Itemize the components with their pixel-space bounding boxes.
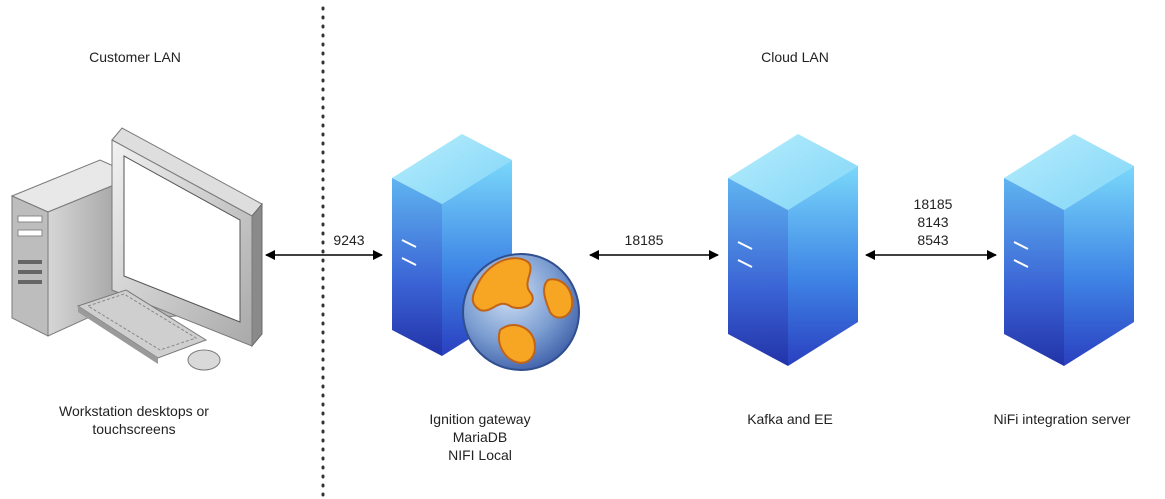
- port-number: 18185: [624, 232, 664, 248]
- port-label-ignition-kafka: 18185: [614, 231, 674, 249]
- port-number: 9243: [333, 232, 365, 248]
- cloud-lan-heading: Cloud LAN: [761, 49, 829, 65]
- port-number: 18185: [913, 196, 953, 212]
- nifi-caption: NiFi integration server: [964, 410, 1160, 428]
- port-number: 8143: [917, 214, 949, 230]
- caption-line: Kafka and EE: [747, 411, 833, 427]
- ignition-caption: Ignition gateway MariaDB NIFI Local: [385, 410, 575, 464]
- workstation-caption: Workstation desktops or touchscreens: [14, 402, 254, 438]
- caption-line: NIFI Local: [448, 447, 512, 463]
- server-icon: [1004, 134, 1134, 366]
- port-label-workstation-ignition: 9243: [326, 231, 372, 249]
- caption-line: NiFi integration server: [993, 411, 1131, 427]
- port-label-kafka-nifi: 18185 8143 8543: [898, 195, 968, 249]
- kafka-caption: Kafka and EE: [705, 410, 875, 428]
- desktop-computer-icon: [10, 127, 263, 371]
- server-globe-icon: [392, 134, 580, 371]
- caption-line: Ignition gateway: [429, 411, 531, 427]
- caption-line: MariaDB: [452, 429, 508, 445]
- port-number: 8543: [917, 232, 949, 248]
- caption-line: Workstation desktops or: [59, 403, 209, 419]
- caption-line: touchscreens: [92, 421, 176, 437]
- server-icon: [728, 134, 858, 366]
- customer-lan-heading: Customer LAN: [89, 49, 181, 65]
